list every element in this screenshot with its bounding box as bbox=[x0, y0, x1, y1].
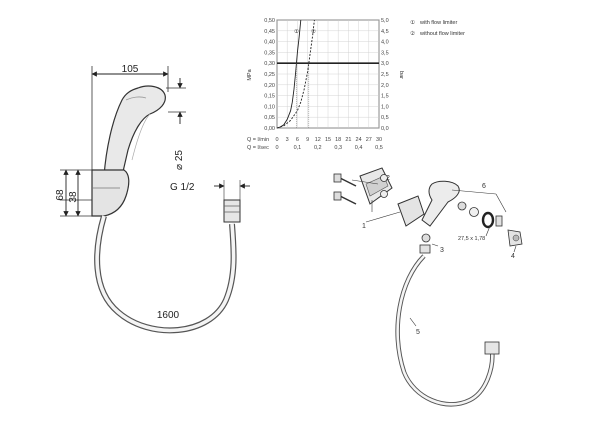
screw-top bbox=[333, 173, 357, 187]
legend-label-1: with flow limiter bbox=[419, 20, 457, 26]
dim-height-68: 68 bbox=[55, 189, 66, 201]
x-tick-label-lmin: 3 bbox=[286, 137, 289, 143]
y-left-tick-label: 0,20 bbox=[264, 83, 275, 89]
x-axis-label-lsec: Q = l/sec bbox=[247, 145, 269, 151]
y-right-tick-label: 0,0 bbox=[381, 126, 389, 132]
screw-bottom bbox=[333, 191, 357, 205]
screw-cover-1 bbox=[380, 174, 388, 182]
holder-body bbox=[397, 195, 425, 227]
hose-nut bbox=[223, 199, 241, 223]
series-marker-1: ① bbox=[294, 29, 299, 35]
y-right-tick-label: 0,5 bbox=[381, 115, 389, 121]
valve-part-3 bbox=[421, 233, 431, 243]
chart-grid bbox=[276, 19, 380, 129]
side-view-drawing: 105 ⌀ 25 68 38 G 1/2 1600 bbox=[55, 64, 250, 334]
x-tick-label-lmin: 30 bbox=[376, 137, 382, 143]
y-right-tick-label: 3,5 bbox=[381, 50, 389, 56]
wall-holder bbox=[91, 169, 130, 217]
legend-label-2: without flow limiter bbox=[419, 31, 465, 37]
x-tick-label-lsec: 0 bbox=[275, 145, 278, 151]
y-left-unit: MPa bbox=[247, 68, 253, 80]
y-left-tick-label: 0,40 bbox=[264, 40, 275, 46]
part-label-1: 1 bbox=[362, 223, 366, 230]
dim-thread: G 1/2 bbox=[170, 182, 195, 193]
screw-cover-2 bbox=[380, 190, 388, 198]
series-marker-2: ② bbox=[311, 28, 316, 35]
x-tick-label-lmin: 24 bbox=[356, 137, 362, 143]
hose-end-nut bbox=[484, 341, 500, 355]
y-right-tick-label: 5,0 bbox=[381, 18, 389, 24]
hose-nut-part-3 bbox=[419, 244, 431, 254]
x-tick-label-lsec: 0,2 bbox=[314, 145, 322, 151]
y-right-tick-label: 4,0 bbox=[381, 40, 389, 46]
handshower-exploded bbox=[421, 180, 460, 227]
legend-marker-2: ② bbox=[410, 30, 415, 37]
x-tick-label-lsec: 0,1 bbox=[294, 145, 302, 151]
x-tick-label-lmin: 15 bbox=[325, 137, 331, 143]
exploded-view: 1 2 3 4 5 6 27,5 x 1,78 bbox=[333, 167, 523, 407]
x-tick-label-lmin: 27 bbox=[366, 137, 372, 143]
flow-chart: 0,500,450,400,350,300,250,200,150,100,05… bbox=[247, 18, 404, 151]
part-label-2: 2 bbox=[386, 175, 390, 182]
y-right-tick-label: 1,5 bbox=[381, 94, 389, 100]
part-label-6: 6 bbox=[482, 183, 486, 190]
y-right-tick-label: 1,0 bbox=[381, 104, 389, 110]
x-tick-label-lmin: 21 bbox=[345, 137, 351, 143]
dim-diameter: ⌀ 25 bbox=[174, 150, 185, 170]
component-6a bbox=[457, 201, 467, 211]
x-tick-label-lsec: 0,5 bbox=[375, 145, 383, 151]
y-left-tick-label: 0,05 bbox=[264, 115, 275, 121]
x-tick-label-lsec: 0,3 bbox=[334, 145, 342, 151]
y-left-tick-label: 0,45 bbox=[264, 29, 275, 35]
chart-legend: ① with flow limiter ② without flow limit… bbox=[410, 20, 465, 37]
handshower-outline bbox=[103, 85, 166, 177]
series-line-1 bbox=[276, 19, 302, 129]
part-label-3: 3 bbox=[440, 247, 444, 254]
x-tick-label-lmin: 0 bbox=[275, 137, 278, 143]
y-left-tick-label: 0,00 bbox=[264, 126, 275, 132]
part-label-5: 5 bbox=[416, 329, 420, 336]
y-left-tick-label: 0,50 bbox=[264, 18, 275, 24]
y-right-unit: bar bbox=[398, 71, 404, 79]
o-ring-size-label: 27,5 x 1,78 bbox=[458, 236, 485, 242]
x-axis-label-lmin: Q = l/min bbox=[247, 137, 269, 143]
dim-width: 105 bbox=[122, 64, 139, 75]
x-tick-label-lmin: 9 bbox=[306, 137, 309, 143]
y-left-tick-label: 0,30 bbox=[264, 61, 275, 67]
dim-height-38: 38 bbox=[68, 191, 79, 203]
o-ring bbox=[481, 211, 495, 229]
x-tick-label-lmin: 18 bbox=[335, 137, 341, 143]
x-tick-label-lsec: 0,4 bbox=[355, 145, 363, 151]
component-6b bbox=[469, 207, 479, 217]
y-right-tick-label: 2,0 bbox=[381, 83, 389, 89]
component-6c bbox=[495, 215, 503, 227]
series-line-2 bbox=[276, 19, 315, 129]
hose-exploded bbox=[395, 254, 495, 407]
y-right-tick-label: 4,5 bbox=[381, 29, 389, 35]
dim-hose-length: 1600 bbox=[157, 310, 180, 321]
y-right-tick-label: 2,5 bbox=[381, 72, 389, 78]
y-left-tick-label: 0,25 bbox=[264, 72, 275, 78]
legend-marker-1: ① bbox=[410, 20, 415, 26]
x-tick-label-lmin: 12 bbox=[315, 137, 321, 143]
y-right-tick-label: 3,0 bbox=[381, 61, 389, 67]
part-label-4: 4 bbox=[511, 253, 515, 260]
y-left-tick-label: 0,35 bbox=[264, 50, 275, 56]
y-left-tick-label: 0,10 bbox=[264, 104, 275, 110]
x-tick-label-lmin: 6 bbox=[296, 137, 299, 143]
y-left-tick-label: 0,15 bbox=[264, 94, 275, 100]
